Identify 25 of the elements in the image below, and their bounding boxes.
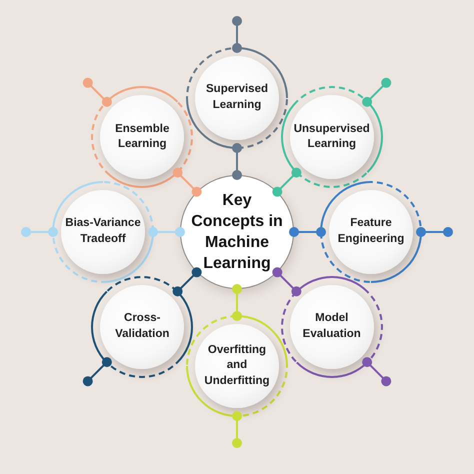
connector-line [232,143,242,180]
connector-line [232,284,242,321]
connector-line [362,78,392,107]
connector-line [272,168,302,197]
concept-label: Ensemble Learning [114,122,170,152]
hub-title: Key Concepts in Machine Learning [190,191,284,274]
connector-line [232,16,242,53]
connector-line [82,357,112,386]
connector-line [172,267,202,296]
connector-line [172,168,202,197]
concept-label: Bias-Variance Tradeoff [64,216,142,247]
concept-label: Feature Engineering [336,216,406,247]
connector-line [21,227,58,237]
concept-label: Model Evaluation [302,311,362,342]
connector-line [362,357,392,386]
connector-line [82,78,112,107]
concept-label: Unsupervised Learning [292,122,371,152]
connector-line [232,411,242,448]
concept-label: Cross-Validation [114,311,170,342]
connector-line [289,227,326,237]
connector-line [416,227,453,237]
concept-label: Overfitting and Underfitting [203,342,271,389]
connector-line [148,227,185,237]
connector-line [272,267,302,296]
concept-label: Supervised Learning [205,82,269,113]
